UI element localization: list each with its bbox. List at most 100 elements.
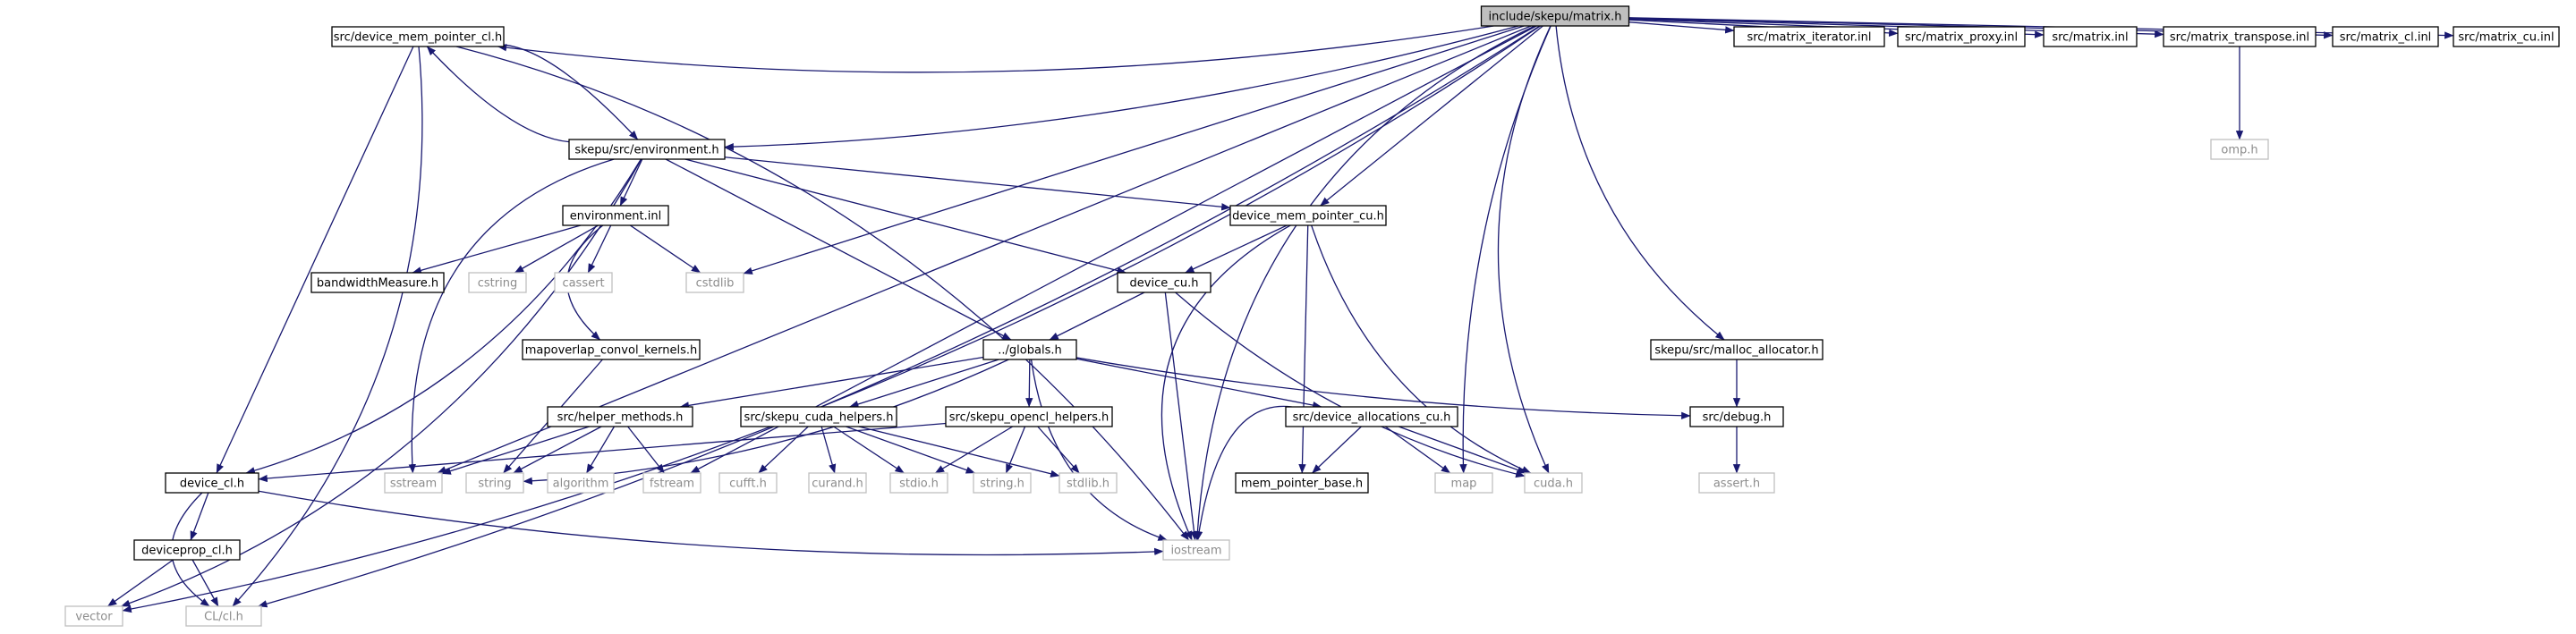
node-cufft: cufft.h [718, 472, 778, 494]
node-label: CL/cl.h [204, 611, 243, 624]
node-box [547, 406, 693, 427]
node-matrix-inl: src/matrix.inl [2043, 26, 2138, 47]
node-label: src/matrix_transpose.inl [2170, 31, 2309, 45]
node-label: fstream [650, 478, 694, 491]
node-globals: ../globals.h [982, 339, 1077, 360]
node-box [331, 26, 505, 47]
node-label: cassert [562, 277, 604, 291]
edge-env-h-to-device-cu [684, 158, 1126, 275]
edge-dmp-cu-to-cuda-h [1311, 224, 1532, 474]
node-curand: curand.h [808, 472, 867, 494]
edge-helper-to-string [513, 426, 602, 474]
node-box [1162, 539, 1230, 561]
edge-helper-to-sstream [441, 426, 590, 475]
edge-matrix-h-to-cstdlib [743, 25, 1525, 275]
node-label: src/device_allocations_cu.h [1293, 411, 1451, 425]
node-box [1524, 472, 1583, 494]
node-ocl-helpers: src/skepu_opencl_helpers.h [945, 406, 1113, 427]
edge-dmp-cl-to-iostream [455, 46, 1190, 541]
node-sstream: sstream [384, 472, 443, 494]
edge-cuda-helpers-to-curand [820, 426, 837, 474]
edge-matrix-h-to-cuda-h [1497, 25, 1552, 474]
node-label: src/skepu_cuda_helpers.h [744, 411, 894, 425]
node-box [547, 472, 615, 494]
node-label: src/device_mem_pointer_cl.h [334, 31, 503, 45]
edge-dev-alloc-to-mpb [1312, 426, 1362, 474]
edge-ocl-helpers-to-stdlib [1037, 426, 1080, 474]
edge-env-h-to-sstream [408, 158, 615, 474]
node-box [2163, 26, 2317, 47]
node-box [554, 272, 613, 293]
node-box [973, 472, 1032, 494]
node-label: ../globals.h [998, 344, 1061, 358]
edges-layer [107, 17, 2454, 613]
node-label: bandwidthMeasure.h [317, 277, 438, 291]
node-box [310, 272, 445, 293]
nodes-layer: include/skepu/matrix.h src/device_mem_poi… [64, 5, 2560, 627]
node-label: src/matrix_cu.inl [2458, 31, 2554, 45]
node-box [2043, 26, 2138, 47]
edge-env-inl-to-cassert [587, 224, 612, 274]
node-label: mapoverlap_convol_kernels.h [525, 344, 697, 358]
node-label: string [478, 478, 511, 491]
node-string: string [465, 472, 524, 494]
edge-ocl-helpers-to-string-h [1005, 426, 1026, 474]
node-box [740, 406, 897, 427]
node-omp: omp.h [2210, 139, 2269, 160]
node-label: src/skepu_opencl_helpers.h [949, 411, 1109, 425]
edge-dmp-cl-to-clh [232, 46, 423, 607]
node-label: sstream [390, 478, 437, 491]
edge-env-h-to-env-inl [619, 158, 643, 207]
node-map: map [1434, 472, 1493, 494]
edge-device-cl-to-iostream [258, 490, 1164, 556]
node-box [718, 472, 778, 494]
edge-env-h-to-globals [665, 158, 1012, 341]
edge-globals-to-cuda-helpers [849, 359, 999, 408]
node-label: deviceprop_cl.h [141, 545, 233, 558]
node-box [1058, 472, 1118, 494]
node-assert-h: assert.h [1698, 472, 1775, 494]
edge-ocl-helpers-to-device-cl [258, 422, 947, 483]
node-algorithm: algorithm [547, 472, 615, 494]
node-box [945, 406, 1113, 427]
node-label: include/skepu/matrix.h [1489, 11, 1622, 24]
node-deviceprop-cl: deviceprop_cl.h [133, 539, 241, 561]
node-mpb: mem_pointer_base.h [1235, 472, 1369, 494]
edge-cuda-helpers-to-cufft [758, 426, 809, 474]
edge-dmp-cl-to-device-cl [216, 46, 414, 474]
node-label: src/debug.h [1703, 411, 1772, 425]
edge-cuda-helpers-to-stdlib [858, 426, 1060, 478]
node-debug: src/debug.h [1689, 406, 1784, 427]
edge-matrix-h-to-iterator [1628, 21, 1735, 34]
node-cuda-h: cuda.h [1524, 472, 1583, 494]
edge-dev-alloc-to-iostream [1194, 405, 1292, 541]
edge-globals-to-iostream [1030, 359, 1168, 541]
edge-deviceprop-cl-to-vector [107, 559, 174, 607]
node-label: src/helper_methods.h [557, 411, 684, 425]
node-label: src/matrix_iterator.inl [1747, 31, 1871, 45]
node-vector: vector [64, 605, 123, 627]
node-label: device_mem_pointer_cu.h [1232, 210, 1384, 224]
node-matrix-cl: src/matrix_cl.inl [2332, 26, 2439, 47]
node-label: string.h [980, 478, 1024, 491]
edge-matrix-h-to-iostream [1194, 25, 1535, 541]
edge-dev-alloc-to-map [1384, 426, 1451, 474]
edge-env-inl-to-cstdlib [629, 224, 701, 274]
edge-globals-to-ocl-helpers [1025, 359, 1033, 408]
edge-helper-to-fstream [627, 426, 665, 474]
node-box [133, 539, 241, 561]
node-box [1285, 406, 1458, 427]
node-device-cl: device_cl.h [165, 472, 259, 494]
node-box [465, 472, 524, 494]
node-box [1733, 26, 1885, 47]
node-label: src/matrix_cl.inl [2340, 31, 2432, 45]
node-label: mem_pointer_base.h [1241, 478, 1363, 491]
node-box [384, 472, 443, 494]
node-box [1235, 472, 1369, 494]
node-label: iostream [1170, 545, 1221, 558]
node-label: device_cu.h [1130, 277, 1199, 291]
node-box [568, 139, 726, 160]
node-env-inl: environment.inl [562, 205, 669, 226]
node-box [1434, 472, 1493, 494]
edge-env-inl-to-bw [412, 224, 582, 275]
